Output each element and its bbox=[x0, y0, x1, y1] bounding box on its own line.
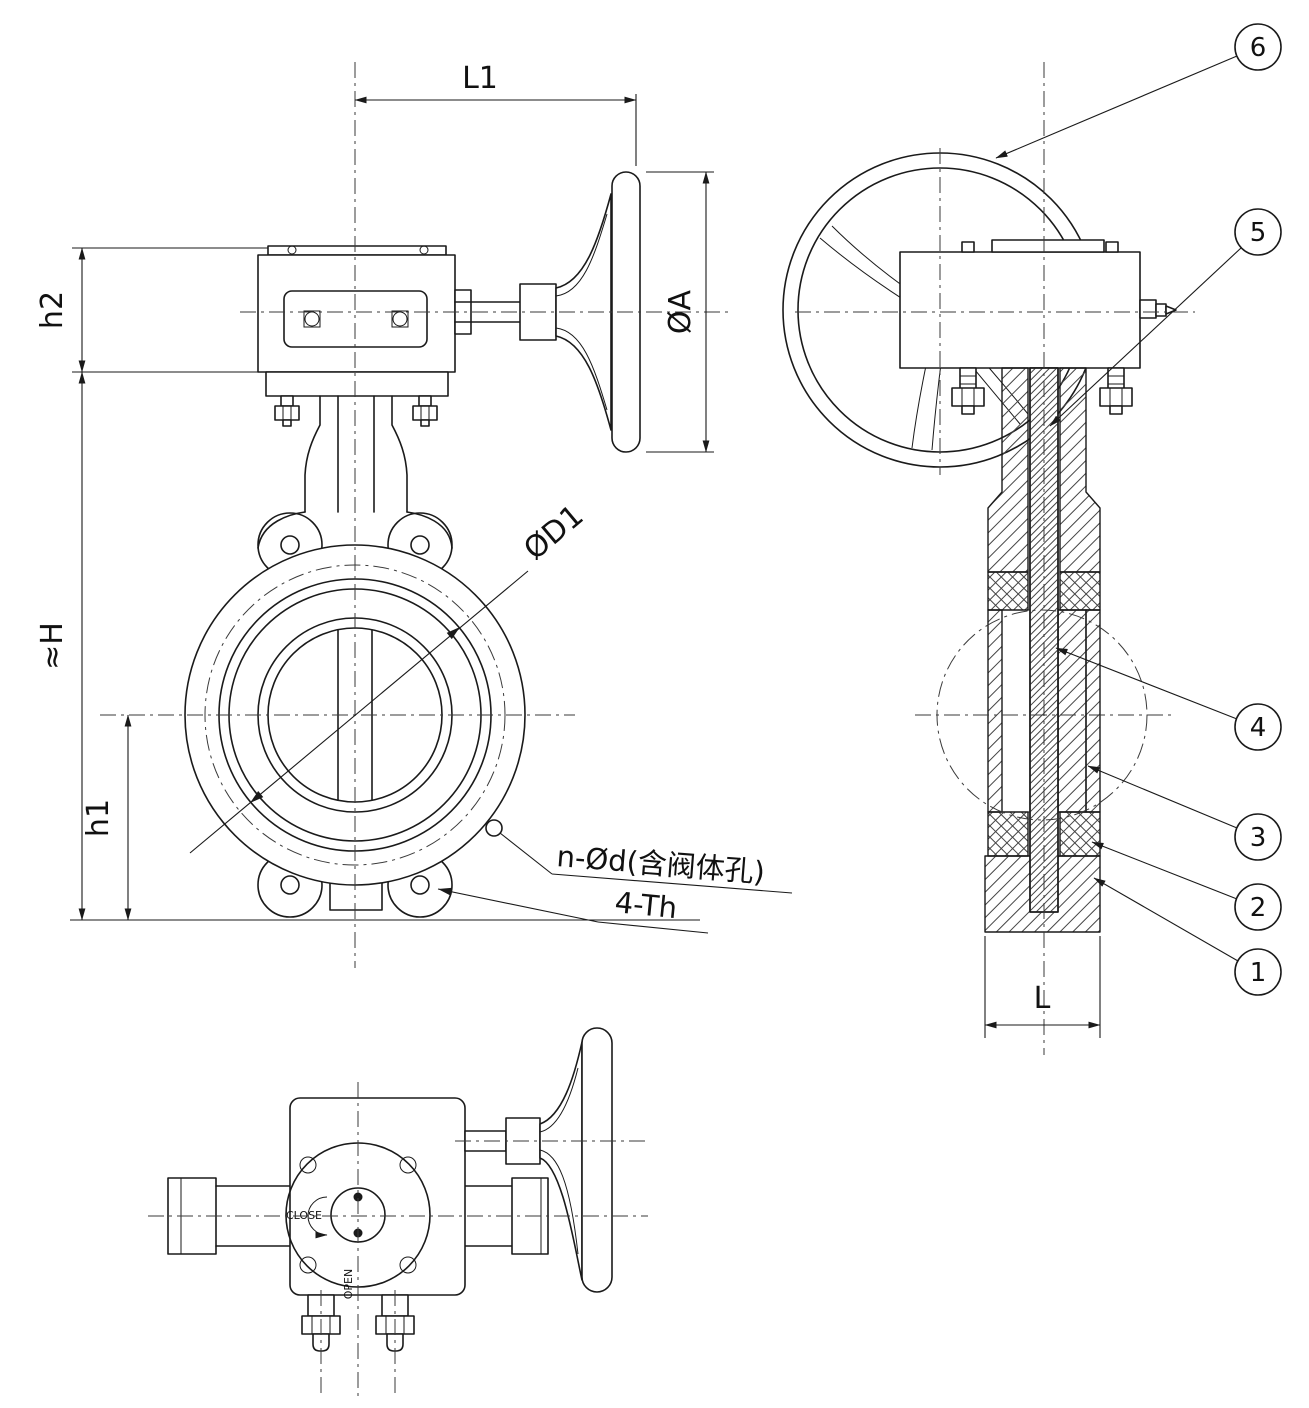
dim-label-h2: h2 bbox=[35, 291, 70, 329]
upper-seal bbox=[1059, 571, 1101, 611]
front-gearbox bbox=[257, 245, 456, 427]
side-section bbox=[984, 367, 1101, 933]
side-centerlines bbox=[795, 62, 1195, 1055]
bottom-handwheel bbox=[464, 1027, 613, 1293]
balloon-5-number: 5 bbox=[1250, 218, 1267, 248]
flange-hole bbox=[410, 535, 430, 555]
flange-hole bbox=[280, 875, 300, 895]
label-open: OPEN bbox=[342, 1269, 355, 1299]
handwheel-rim bbox=[581, 1027, 613, 1293]
bolt-hole-marker bbox=[485, 819, 503, 837]
balloon-3: 3 bbox=[1234, 813, 1282, 861]
dim-label-approx-h: ≈H bbox=[35, 622, 70, 670]
seat-liner bbox=[987, 609, 1003, 813]
balloon-4-number: 4 bbox=[1250, 713, 1267, 743]
bottom-centerlines bbox=[148, 1082, 648, 1398]
lower-seal bbox=[1059, 811, 1101, 857]
dim-label-h1: h1 bbox=[81, 799, 116, 837]
flange-hole bbox=[410, 875, 430, 895]
flange-od-circle bbox=[936, 609, 1148, 821]
side-gearbox bbox=[899, 239, 1177, 415]
dim-label-phi-d1: ØD1 bbox=[517, 498, 590, 567]
note-tapped-holes: 4-Th bbox=[613, 885, 678, 925]
grease-fitting bbox=[1139, 299, 1177, 319]
balloon-1-number: 1 bbox=[1250, 958, 1267, 988]
balloon-3-number: 3 bbox=[1250, 823, 1267, 853]
flange-hole bbox=[280, 535, 300, 555]
balloon-6-number: 6 bbox=[1250, 33, 1267, 63]
side-view: L 6 5 4 3 bbox=[782, 23, 1282, 1055]
balloon-5: 5 bbox=[1234, 208, 1282, 256]
lower-seal bbox=[987, 811, 1029, 857]
note-bolt-holes: n-Ød(含阀体孔) bbox=[555, 839, 766, 889]
balloon-2: 2 bbox=[1234, 883, 1282, 931]
bottom-gearbox: CLOSE OPEN bbox=[285, 1097, 466, 1352]
balloon-2-number: 2 bbox=[1250, 893, 1267, 923]
balloon-1: 1 bbox=[1234, 948, 1282, 996]
disc-section bbox=[1057, 609, 1087, 813]
balloon-4: 4 bbox=[1234, 703, 1282, 751]
dim-label-l1: L1 bbox=[462, 61, 498, 96]
front-neck bbox=[304, 395, 408, 513]
part-callouts: 6 5 4 3 2 1 bbox=[995, 23, 1282, 996]
mounting-studs bbox=[951, 367, 1133, 415]
dim-label-phi-a: ØA bbox=[663, 289, 698, 334]
balloon-6: 6 bbox=[1234, 23, 1282, 71]
seat-liner bbox=[1085, 609, 1101, 813]
upper-seal bbox=[987, 571, 1029, 611]
bottom-view: CLOSE OPEN bbox=[148, 1027, 648, 1398]
side-dimensions: L bbox=[984, 936, 1101, 1038]
neck-wall bbox=[987, 367, 1029, 573]
front-view: L1 ØA h2 ≈H h1 ØD1 bbox=[35, 61, 793, 968]
dim-label-l: L bbox=[1034, 981, 1051, 1016]
front-centerlines bbox=[100, 62, 730, 968]
